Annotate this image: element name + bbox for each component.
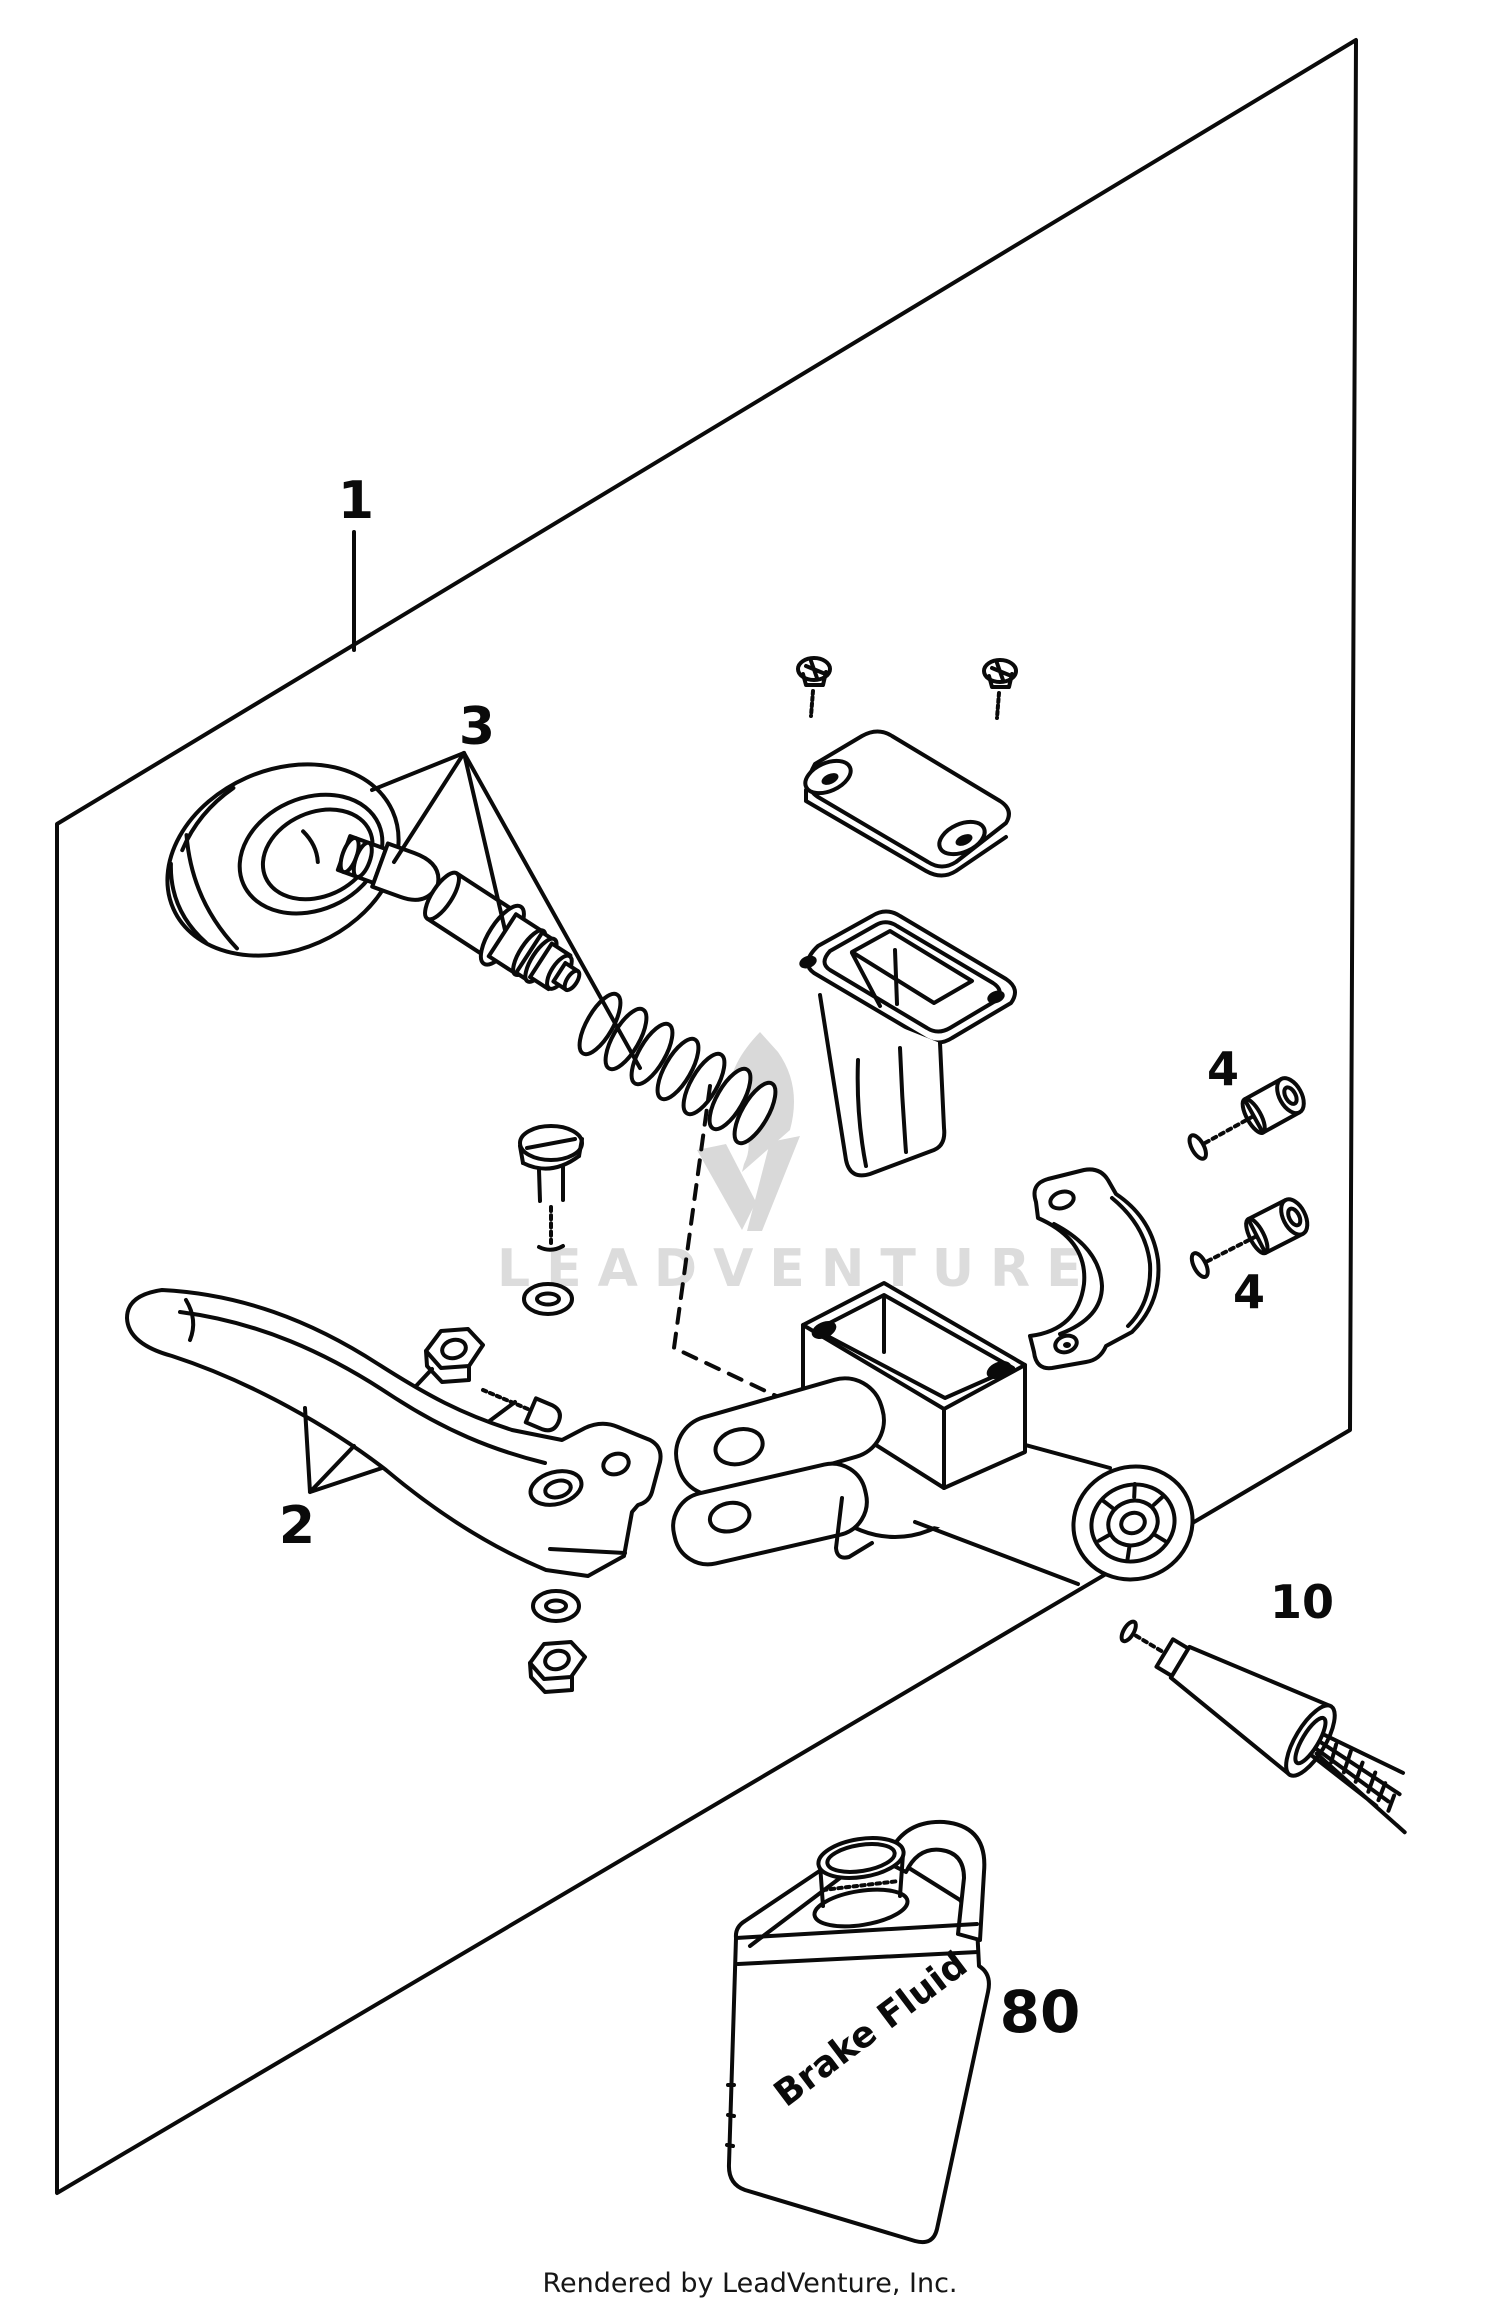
brake-fluid-bottle: Brake Fluid (725, 1819, 991, 2245)
lever-locknut (424, 1327, 485, 1384)
callout-2-leaders (303, 1406, 384, 1494)
reservoir-diaphragm (799, 909, 1017, 1178)
cable-strands (1309, 1732, 1407, 1835)
callout-1[interactable]: 1 (338, 471, 374, 531)
outlet-bore (1071, 1464, 1195, 1582)
piston-boot (165, 762, 401, 958)
adjuster-stud-bolt (481, 1388, 562, 1433)
master-cylinder-body (671, 1281, 1195, 1586)
render-credit: Rendered by LeadVenture, Inc. (542, 2268, 957, 2299)
brake-lever (125, 1288, 663, 1578)
handlebar-clamp (1028, 1167, 1161, 1371)
bottle-cap (812, 1836, 910, 1929)
callout-3-leaders (370, 751, 642, 1070)
reservoir-cap-screw-right (982, 658, 1018, 720)
cable-adjuster (1119, 1619, 1407, 1835)
callout-10[interactable]: 10 (1270, 1575, 1334, 1629)
reservoir-cap (803, 729, 1011, 878)
callout-80[interactable]: 80 (1000, 1978, 1081, 2046)
piston-return-spring (577, 991, 778, 1146)
pivot-washer (522, 1282, 574, 1316)
master-cylinder-piston (423, 870, 582, 993)
lever-washer-lower (531, 1589, 581, 1623)
callout-4-upper[interactable]: 4 (1207, 1042, 1239, 1096)
clamp-bolt-upper (1187, 1076, 1306, 1161)
bottle-handle (884, 1819, 987, 1942)
watermark-text: LEADVENTURE (497, 1239, 1098, 1299)
callout-3[interactable]: 3 (459, 697, 495, 757)
reservoir-cap-screw-left (796, 656, 832, 718)
check-valve-plug (335, 834, 441, 902)
clamp-bolt-lower (1189, 1197, 1310, 1279)
callout-4-lower[interactable]: 4 (1233, 1265, 1265, 1319)
clevis-slot (834, 1496, 874, 1560)
lever-pivot-bolt (518, 1124, 584, 1252)
assembly-frame-outline (55, 38, 1358, 2195)
lever-locknut-lower (528, 1640, 587, 1694)
callout-2[interactable]: 2 (279, 1496, 315, 1556)
clevis-lug-lower (671, 1461, 869, 1567)
